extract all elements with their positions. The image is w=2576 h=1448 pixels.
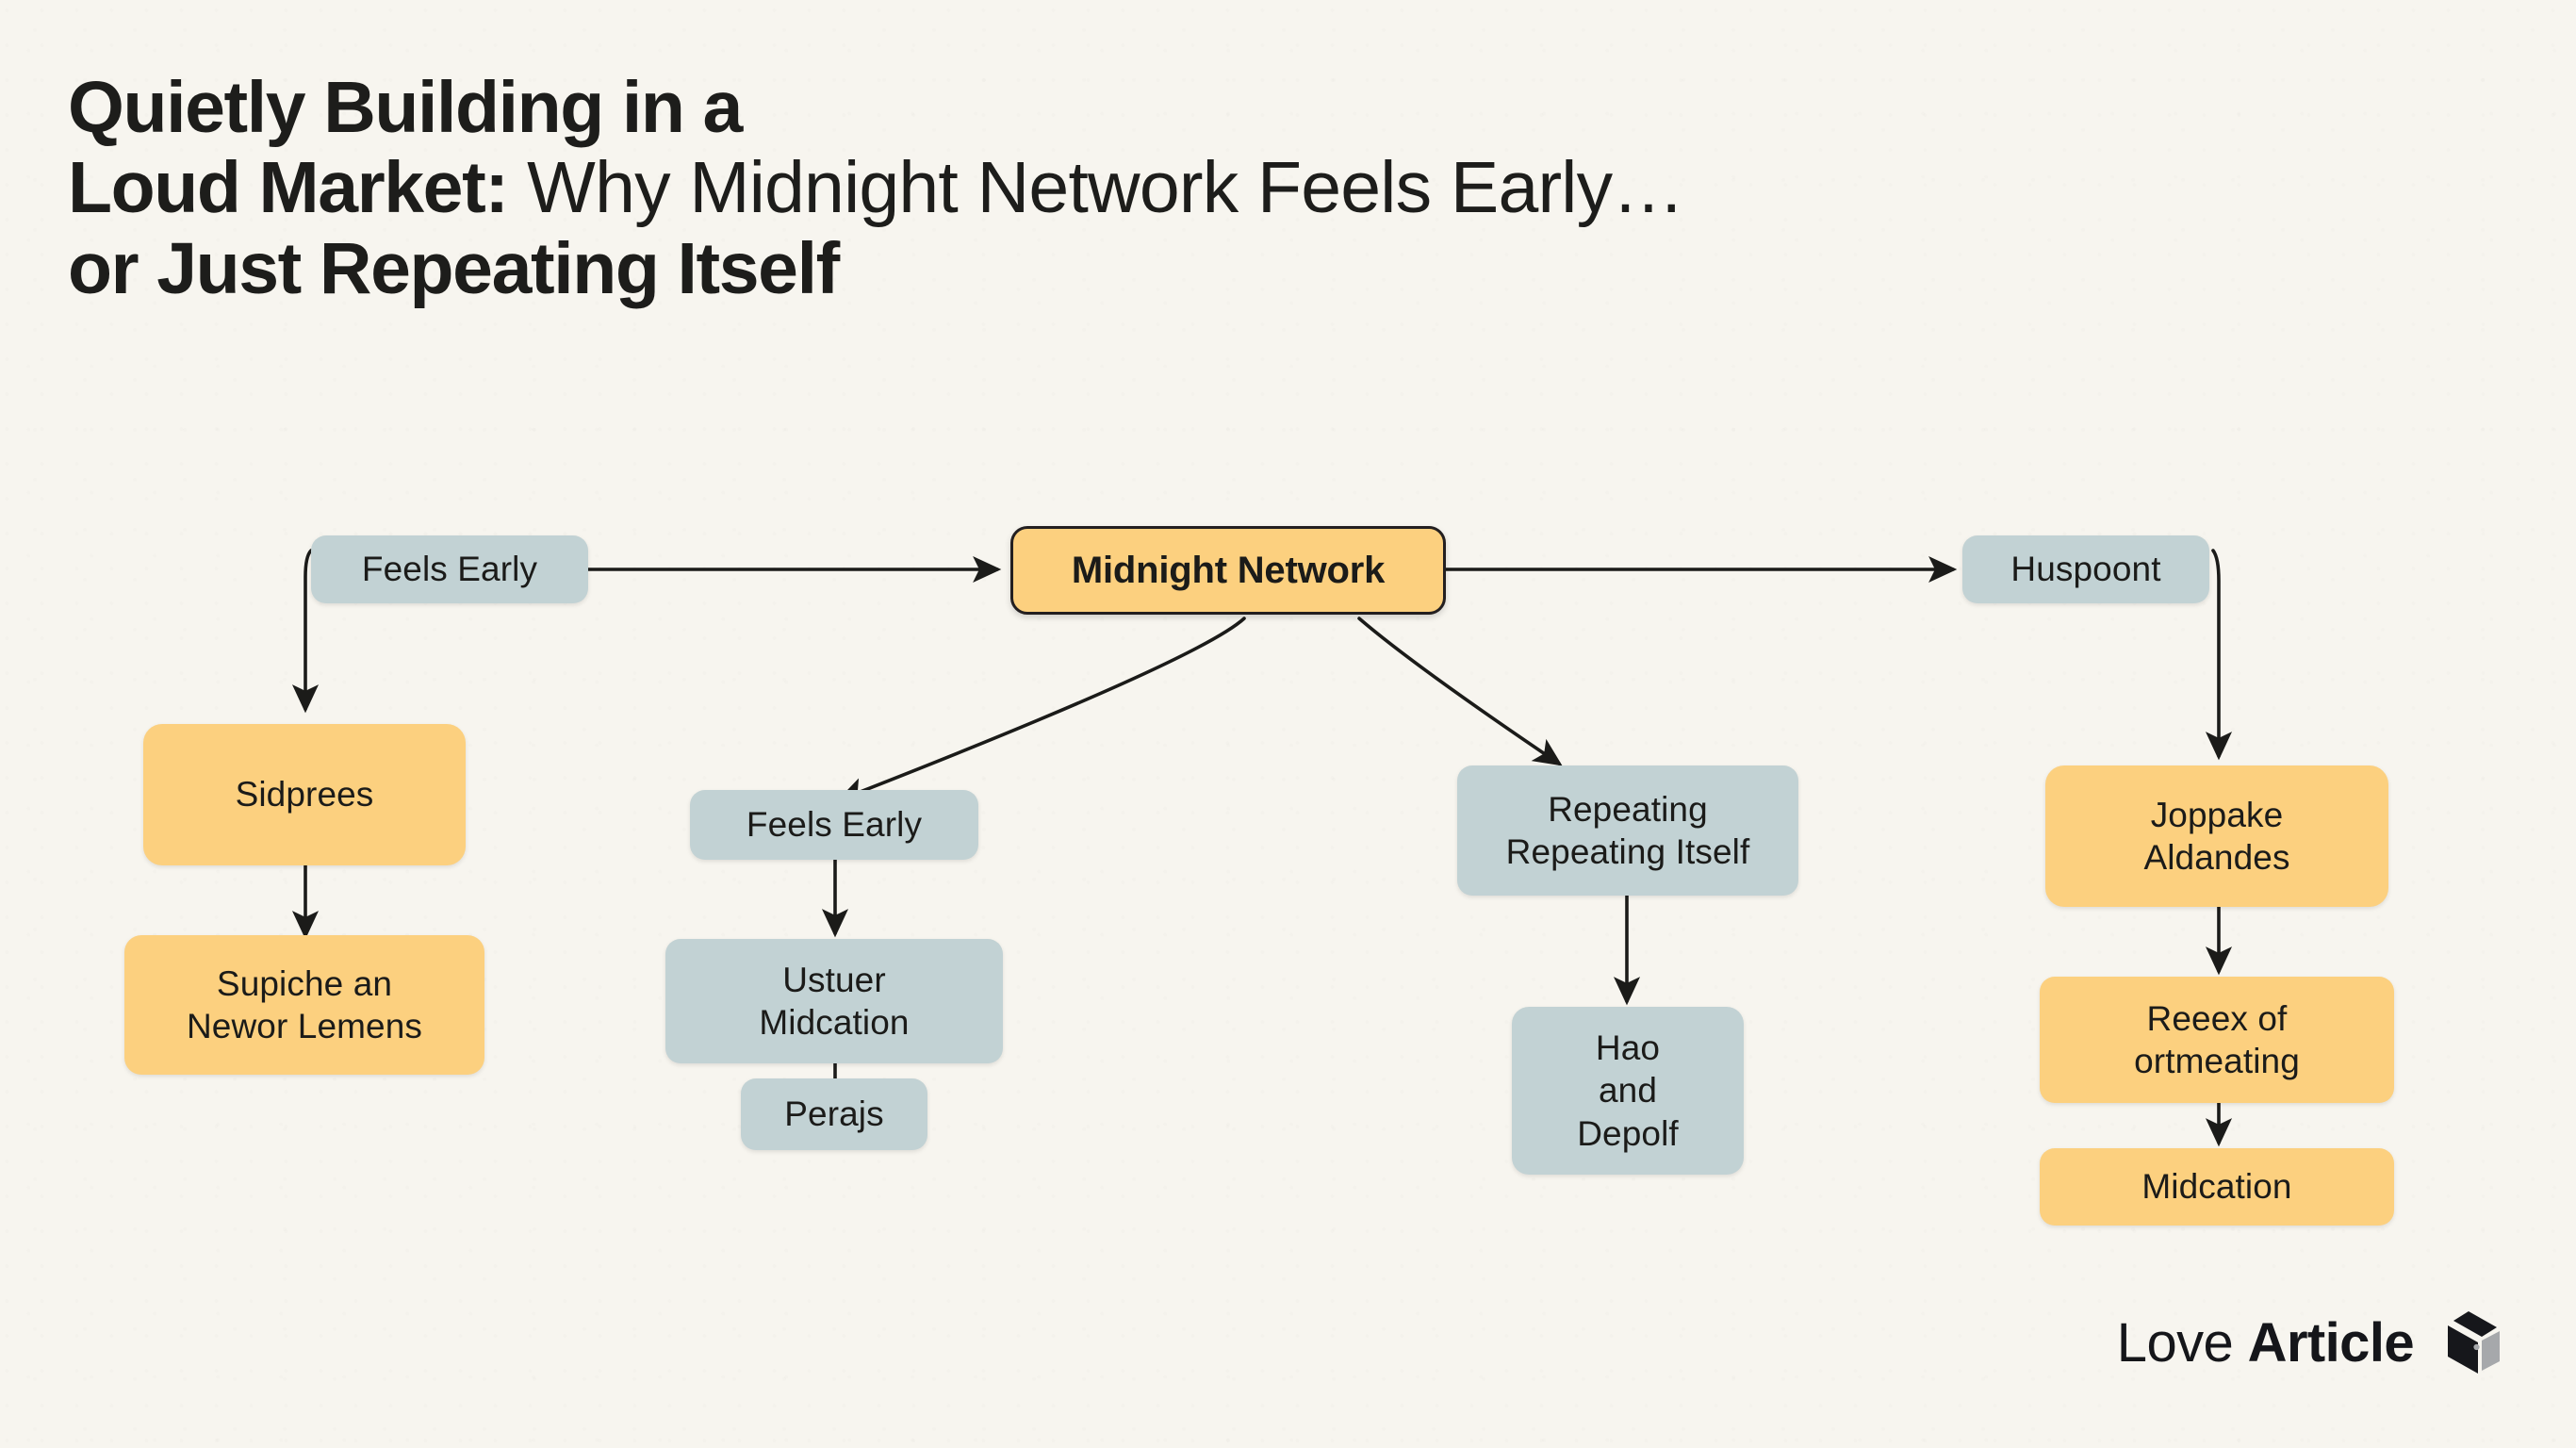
headline-line-2-regular: Why Midnight Network Feels Early… (507, 147, 1684, 229)
headline-line-1-text: Quietly Building in a (68, 67, 743, 148)
headline-line-1: Quietly Building in a (68, 67, 2141, 148)
node-supiche-newor-lemens[interactable]: Supiche an Newor Lemens (124, 935, 484, 1075)
node-repeating-itself[interactable]: Repeating Repeating Itself (1457, 765, 1798, 896)
node-label: Midnight Network (1071, 549, 1386, 591)
node-label: Feels Early (746, 805, 923, 845)
cube-icon (2448, 1311, 2500, 1374)
node-midcation[interactable]: Midcation (2040, 1148, 2394, 1226)
logo-word-article: Article (2247, 1311, 2415, 1374)
node-label: Midcation (2141, 1167, 2292, 1207)
brand-logo[interactable]: Love Article (2117, 1308, 2502, 1376)
node-sidprees[interactable]: Sidprees (143, 724, 466, 865)
node-midnight-network[interactable]: Midnight Network (1010, 526, 1446, 615)
node-label: Ustuer Midcation (759, 960, 910, 1042)
node-joppake-aldandes[interactable]: Joppake Aldandes (2045, 765, 2388, 907)
headline-line-3: or Just Repeating Itself (68, 227, 2141, 309)
node-label: Feels Early (361, 550, 538, 589)
headline-line-2-strong: Loud Market: (68, 147, 509, 229)
headline-line-3-text: or Just Repeating Itself (68, 227, 840, 309)
node-label: Sidprees (235, 775, 374, 814)
node-feels-early-left[interactable]: Feels Early (311, 535, 588, 603)
node-huspoont[interactable]: Huspoont (1962, 535, 2209, 603)
node-label: Repeating Repeating Itself (1505, 789, 1750, 871)
logo-wordmark: Love Article (2116, 1311, 2415, 1374)
logo-word-love: Love (2116, 1311, 2234, 1374)
node-label: Reeex of ortmeating (2134, 998, 2300, 1080)
node-label: Hao and Depolf (1577, 1028, 1679, 1153)
headline-line-2: Loud Market: Why Midnight Network Feels … (68, 148, 2141, 228)
node-feels-early-mid[interactable]: Feels Early (690, 790, 978, 860)
node-hao-and-depolf[interactable]: Hao and Depolf (1512, 1007, 1744, 1175)
node-reeex-of-ortmeating[interactable]: Reeex of ortmeating (2040, 977, 2394, 1103)
page-title: Quietly Building in a Loud Market: Why M… (68, 67, 2141, 309)
node-label: Huspoont (2010, 550, 2161, 589)
node-ustuer-midcation[interactable]: Ustuer Midcation (665, 939, 1003, 1063)
node-perajs[interactable]: Perajs (741, 1078, 927, 1150)
node-label: Perajs (784, 1094, 884, 1134)
node-label: Supiche an Newor Lemens (186, 963, 423, 1045)
node-label: Joppake Aldandes (2143, 795, 2290, 877)
